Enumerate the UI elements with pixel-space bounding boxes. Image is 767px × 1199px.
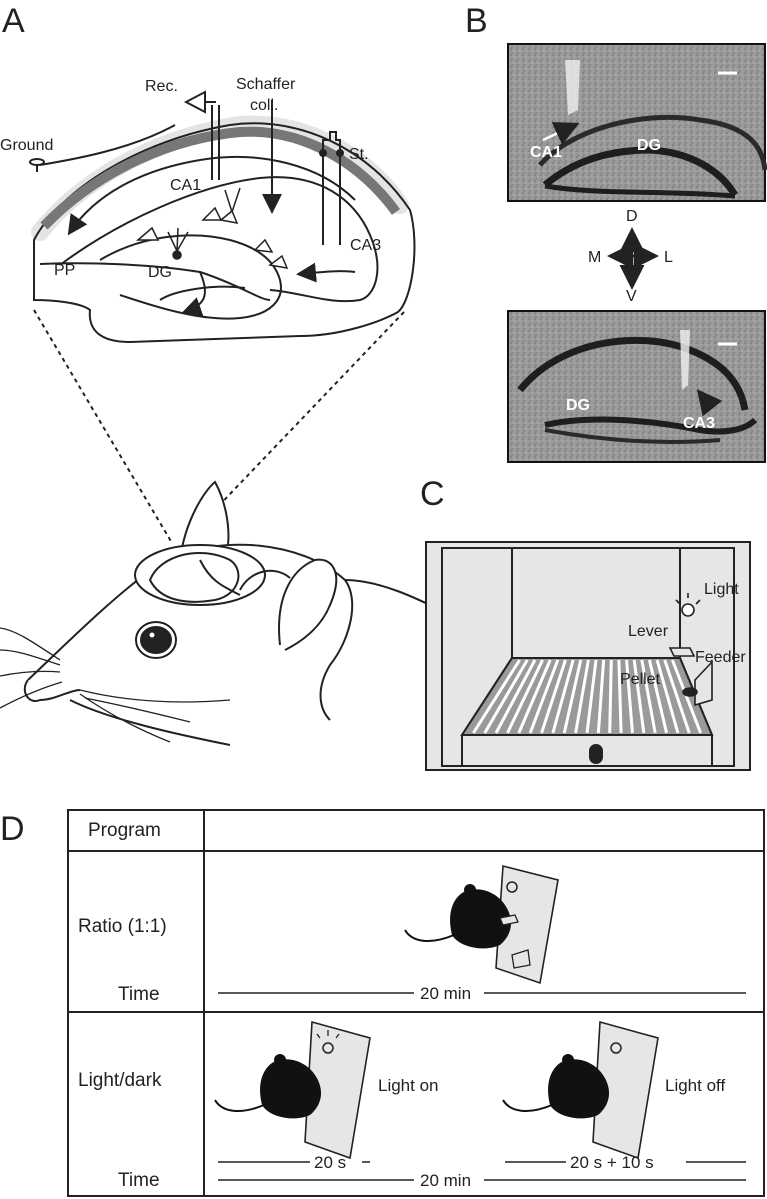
panel-b-letter: B [465, 2, 488, 40]
light-on-label: Light on [378, 1076, 439, 1095]
grid-bar [670, 659, 703, 734]
whiskers [0, 627, 231, 743]
grid-bar [517, 659, 552, 734]
row2-time-label: Time [118, 1170, 160, 1191]
schaffer-label-line1: Schaffer [236, 76, 296, 93]
grid-bar [585, 659, 598, 734]
histo-bottom-dg-label: DG [566, 397, 590, 414]
rat-head-drawing [23, 480, 441, 746]
ratio-program-label: Ratio (1:1) [78, 916, 167, 937]
grid-bar [506, 659, 544, 734]
grid-bar [625, 659, 634, 734]
panel-c-letter: C [420, 475, 445, 513]
feeder-label: Feeder [695, 649, 746, 666]
projection-lines [33, 309, 405, 544]
row2-total-duration-label: 20 min [420, 1171, 471, 1190]
operant-chamber [425, 541, 751, 771]
on-duration-label: 20 s [314, 1153, 346, 1172]
lever-label: Lever [628, 623, 669, 640]
pp-label: PP [54, 262, 75, 279]
compass-m-label: M [588, 249, 601, 266]
histo-top-dg-label: DG [637, 137, 661, 154]
compass-d-label: D [626, 208, 638, 225]
ground-label: Ground [0, 137, 53, 154]
grid-floor-bars [472, 659, 703, 734]
panel-d-letter: D [0, 810, 25, 848]
rat-at-lever-ratio [404, 864, 559, 985]
grid-bar [483, 659, 529, 734]
grid-bar [528, 659, 560, 734]
grid-bar [596, 659, 606, 734]
grid-bar [632, 659, 646, 734]
dg-label: DG [148, 264, 172, 281]
grid-bar [540, 659, 567, 734]
panel-c: C Light Lever Feeder Pellet [420, 475, 751, 771]
grid-bar [551, 659, 575, 734]
row1-duration-label: 20 min [420, 984, 471, 1003]
grid-bar [472, 659, 521, 734]
panel-c-labels: Light Lever Feeder Pellet [620, 581, 746, 688]
pathway-arrows [39, 100, 356, 317]
histology-bottom: DG CA3 [507, 310, 766, 463]
rec-label: Rec. [145, 78, 178, 95]
grid-bar [617, 659, 623, 734]
row2-timelines [218, 1161, 746, 1181]
panel-b: B CA1 DG D V M L [465, 2, 767, 463]
ca1-label: CA1 [170, 177, 201, 194]
light-dark-program-label: Light/dark [78, 1070, 162, 1091]
recording-electrode [183, 90, 220, 180]
hippocampal-slice [31, 115, 416, 344]
light-off-label: Light off [665, 1076, 725, 1095]
grid-bar [640, 659, 657, 734]
grid-bar [574, 659, 590, 734]
grid-bar [562, 659, 583, 734]
pellet-label: Pellet [620, 671, 661, 688]
light-label: Light [704, 581, 739, 598]
grid-bar [494, 659, 537, 734]
grid-bar [647, 659, 669, 734]
chamber-fixtures [668, 593, 713, 707]
ca3-label: CA3 [350, 237, 381, 254]
histo-top-ca1-label: CA1 [530, 144, 562, 161]
rat-at-lever-light-off [502, 1020, 659, 1160]
neurons [135, 187, 289, 269]
rat-at-lever-light-on [214, 1020, 371, 1160]
histology-top: CA1 DG [507, 43, 767, 202]
compass-l-label: L [664, 249, 673, 266]
histo-bottom-ca3-label: CA3 [683, 415, 715, 432]
compass-v-label: V [626, 288, 637, 305]
program-table [67, 809, 765, 1197]
st-label: St. [349, 146, 369, 163]
grid-bar [663, 659, 691, 734]
stimulating-electrode [319, 131, 344, 245]
panel-a-labels: Rec. Schaffer coll. Ground St. CA1 CA3 P… [0, 76, 381, 281]
panel-a-letter: A [2, 2, 25, 40]
grid-bar [655, 659, 680, 734]
program-header: Program [88, 820, 161, 841]
orientation-compass [607, 227, 659, 290]
row1-time-label: Time [118, 984, 160, 1005]
off-duration-label: 20 s + 10 s [570, 1153, 654, 1172]
panel-a: A [0, 2, 441, 746]
panel-d: D Program Ratio (1:1) Time 20 min Light/… [0, 809, 765, 1197]
grid-bar [608, 659, 613, 734]
schaffer-label-line2: coll. [250, 97, 278, 114]
ground-electrode [29, 124, 176, 172]
